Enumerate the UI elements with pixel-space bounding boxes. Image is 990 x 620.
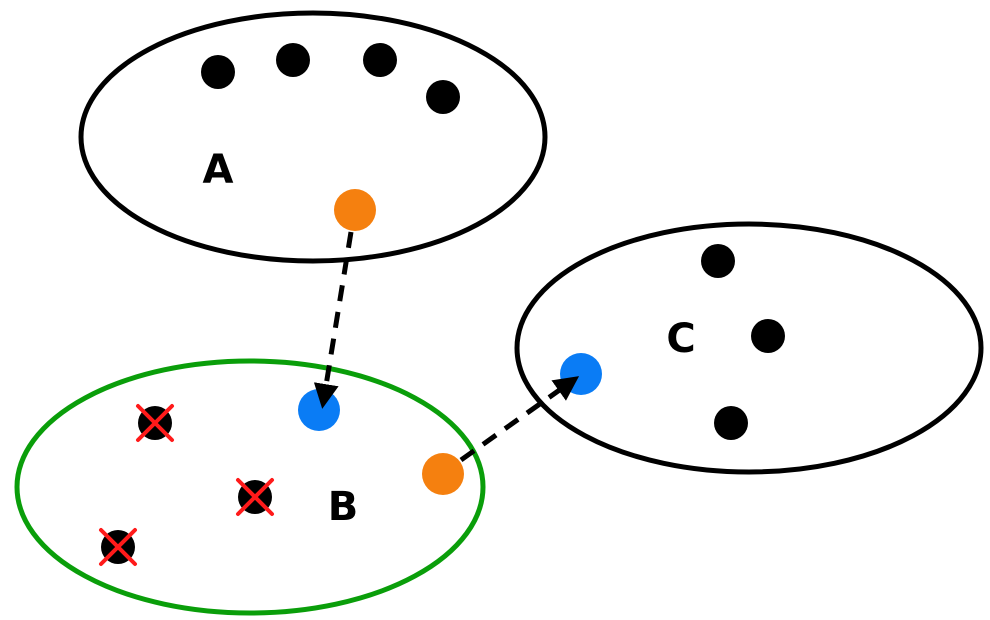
member-dot bbox=[201, 55, 235, 89]
removed-member bbox=[236, 478, 274, 516]
set-a-ellipse bbox=[78, 10, 548, 264]
arrow-b-to-c bbox=[459, 376, 580, 463]
cross-icon bbox=[236, 478, 274, 516]
set-b: B bbox=[14, 358, 486, 616]
member-dot bbox=[701, 244, 735, 278]
member-dot bbox=[363, 43, 397, 77]
source-dot bbox=[422, 453, 464, 495]
set-a: A bbox=[78, 10, 548, 264]
arrow-a-to-b bbox=[313, 231, 354, 409]
removed-member bbox=[99, 528, 137, 566]
set-b-ellipse bbox=[14, 358, 486, 616]
member-dot bbox=[276, 43, 310, 77]
source-dot bbox=[334, 189, 376, 231]
removed-member bbox=[136, 404, 174, 442]
member-dot bbox=[714, 406, 748, 440]
target-dot bbox=[298, 389, 340, 431]
member-dot bbox=[751, 319, 785, 353]
target-dot bbox=[560, 353, 602, 395]
cross-icon bbox=[136, 404, 174, 442]
set-c: C bbox=[514, 221, 984, 475]
set-c-label: C bbox=[666, 316, 695, 362]
set-b-label: B bbox=[328, 484, 359, 530]
member-dot bbox=[426, 80, 460, 114]
cross-icon bbox=[99, 528, 137, 566]
set-a-label: A bbox=[203, 147, 234, 193]
set-c-ellipse bbox=[514, 221, 984, 475]
